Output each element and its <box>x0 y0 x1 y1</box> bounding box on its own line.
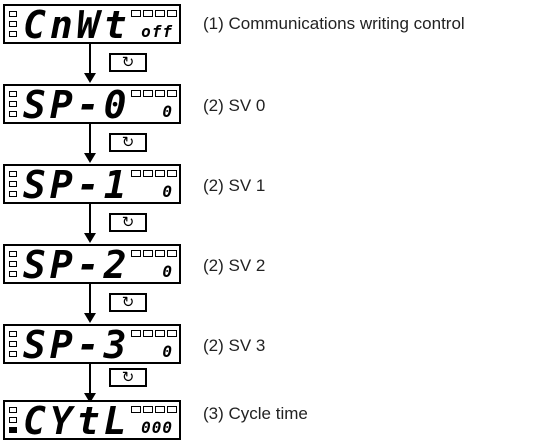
indicator-lamp <box>9 351 17 357</box>
status-indicator <box>131 170 141 177</box>
display-sv1: SP-1 0 <box>3 163 181 207</box>
arrow-head-icon <box>84 313 96 323</box>
arrow-line <box>89 124 91 155</box>
mode-key-button[interactable]: ↻ <box>109 368 147 387</box>
flow-arrow <box>84 204 96 244</box>
display-main-text: SP-0 <box>23 83 131 127</box>
indicator-lamp <box>9 341 17 347</box>
status-indicator <box>143 170 153 177</box>
status-indicator <box>131 90 141 97</box>
display-sub-text: 0 <box>162 182 173 201</box>
indicator-lamp <box>9 271 17 277</box>
display-sv2: SP-2 0 <box>3 243 181 287</box>
cycle-key-icon: ↻ <box>121 369 135 386</box>
indicator-lamp <box>9 427 17 433</box>
step-label: (2) SV 3 <box>203 336 266 355</box>
status-indicator <box>143 90 153 97</box>
arrow-line <box>89 284 91 315</box>
display-main-text: CYtL <box>23 399 131 443</box>
status-indicator <box>155 406 165 413</box>
display-main-text: SP-1 <box>23 163 131 207</box>
step-label: (3) Cycle time <box>203 404 308 423</box>
arrow-head-icon <box>84 393 96 403</box>
indicator-lamp <box>9 21 17 27</box>
mode-key-button[interactable]: ↻ <box>109 213 147 232</box>
step-label: (1) Communications writing control <box>203 14 465 33</box>
flow-arrow <box>84 284 96 324</box>
arrow-head-icon <box>84 153 96 163</box>
status-indicator <box>155 10 165 17</box>
indicator-lamp <box>9 417 17 423</box>
status-indicator <box>155 90 165 97</box>
cycle-key-icon: ↻ <box>121 294 135 311</box>
display-main-text: CnWt <box>23 3 131 47</box>
flow-arrow <box>84 364 96 404</box>
indicator-lamp <box>9 181 17 187</box>
indicator-lamp <box>9 331 17 337</box>
status-indicator <box>143 250 153 257</box>
status-indicator <box>143 406 153 413</box>
status-indicator <box>167 90 177 97</box>
arrow-head-icon <box>84 233 96 243</box>
display-sub-text: off <box>141 22 173 41</box>
arrow-line <box>89 44 91 75</box>
indicator-lamp <box>9 101 17 107</box>
arrow-head-icon <box>84 73 96 83</box>
parameter-flow-diagram: CnWt off (1) Communications writing cont… <box>3 3 465 443</box>
indicator-lamp <box>9 111 17 117</box>
step-label: (2) SV 1 <box>203 176 266 195</box>
cycle-key-icon: ↻ <box>121 134 135 151</box>
indicator-lamp <box>9 191 17 197</box>
mode-key-button[interactable]: ↻ <box>109 133 147 152</box>
display-cycle-time: CYtL 000 <box>3 399 181 443</box>
indicator-lamp <box>9 261 17 267</box>
status-indicator <box>155 250 165 257</box>
status-indicator <box>167 250 177 257</box>
mode-key-button[interactable]: ↻ <box>109 293 147 312</box>
indicator-lamp <box>9 251 17 257</box>
status-indicator <box>143 330 153 337</box>
indicator-lamp <box>9 31 17 37</box>
display-main-text: SP-2 <box>23 243 131 287</box>
indicator-lamp <box>9 11 17 17</box>
arrow-line <box>89 364 91 395</box>
display-sub-text: 0 <box>162 342 173 361</box>
display-sub-text: 000 <box>141 418 173 437</box>
status-indicator <box>131 250 141 257</box>
step-label: (2) SV 2 <box>203 256 266 275</box>
cycle-key-icon: ↻ <box>121 214 135 231</box>
step-label: (2) SV 0 <box>203 96 266 115</box>
status-indicator <box>167 10 177 17</box>
display-sv0: SP-0 0 <box>3 83 181 127</box>
status-indicator <box>167 330 177 337</box>
cycle-key-icon: ↻ <box>121 54 135 71</box>
status-indicator <box>167 170 177 177</box>
status-indicator <box>155 170 165 177</box>
indicator-lamp <box>9 91 17 97</box>
display-sub-text: 0 <box>162 262 173 281</box>
status-indicator <box>131 330 141 337</box>
display-sv3: SP-3 0 <box>3 323 181 367</box>
mode-key-button[interactable]: ↻ <box>109 53 147 72</box>
display-communications-writing-control: CnWt off <box>3 3 181 47</box>
indicator-lamp <box>9 407 17 413</box>
status-indicator <box>167 406 177 413</box>
flow-arrow <box>84 44 96 84</box>
flow-arrow <box>84 124 96 164</box>
display-main-text: SP-3 <box>23 323 131 367</box>
status-indicator <box>131 406 141 413</box>
indicator-lamp <box>9 171 17 177</box>
status-indicator <box>131 10 141 17</box>
arrow-line <box>89 204 91 235</box>
display-sub-text: 0 <box>162 102 173 121</box>
status-indicator <box>143 10 153 17</box>
status-indicator <box>155 330 165 337</box>
